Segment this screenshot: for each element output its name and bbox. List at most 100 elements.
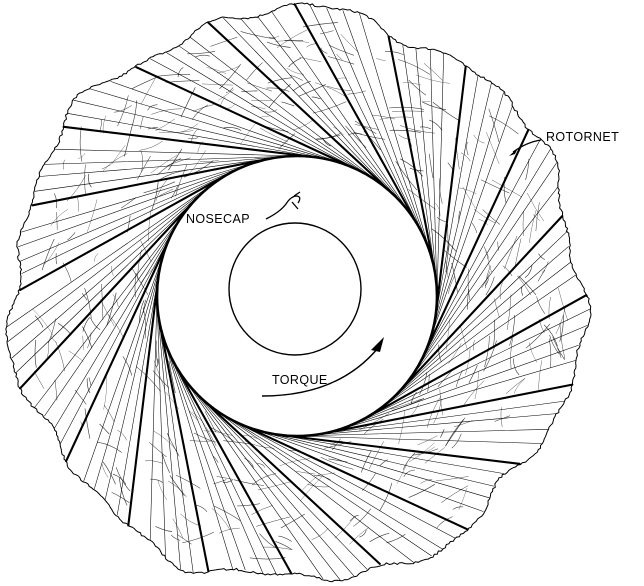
mesh-strand [341, 34, 359, 52]
mesh-strand [95, 253, 99, 261]
mesh-strand [213, 456, 218, 462]
nosecap-label: NOSECAP [186, 212, 250, 226]
mesh-strand [89, 377, 91, 385]
mesh-strand [429, 154, 433, 178]
mesh-strand [278, 536, 291, 541]
mesh-strand [506, 378, 525, 394]
mesh-strand [207, 67, 227, 73]
mesh-strand [536, 202, 540, 231]
mesh-strand [154, 431, 177, 451]
mesh-strand [440, 429, 444, 437]
mesh-strand [241, 91, 257, 92]
mesh-strand [433, 102, 461, 121]
mesh-strand [500, 282, 502, 299]
mesh-strand [114, 105, 132, 112]
mesh-strand [100, 119, 101, 130]
mesh-strand [370, 533, 390, 542]
mesh-strand [155, 119, 175, 131]
mesh-strand [526, 159, 529, 180]
mesh-strand [141, 151, 142, 172]
mesh-strand [539, 254, 545, 260]
mesh-strand [200, 160, 219, 161]
mesh-strand [152, 181, 158, 210]
vane-fan-line [273, 434, 504, 474]
mesh-strand [138, 250, 142, 280]
vane-fan-line [265, 432, 494, 486]
mesh-strand [149, 210, 151, 242]
mesh-strand [436, 476, 469, 481]
mesh-strand [463, 187, 476, 208]
vane-line [136, 67, 356, 169]
mesh-strand [308, 484, 329, 487]
mesh-strand [141, 78, 155, 104]
vane-fan-line [431, 92, 503, 336]
vane-line [66, 237, 170, 461]
mesh-strand [140, 117, 143, 129]
vane-line [424, 130, 528, 355]
mesh-strand [56, 253, 57, 264]
mesh-strand [519, 276, 536, 295]
mesh-strand [250, 557, 286, 559]
mesh-strand [376, 58, 385, 60]
mesh-strand [353, 509, 370, 527]
mesh-strand [197, 505, 207, 512]
mesh-strand [151, 155, 177, 173]
mesh-strand [445, 250, 467, 267]
mesh-strand [68, 232, 76, 240]
mesh-strand [145, 461, 163, 464]
mesh-strand [33, 309, 54, 336]
mesh-strand [521, 286, 522, 296]
mesh-strand [97, 442, 122, 452]
mesh-strand [158, 480, 167, 500]
mesh-strand [538, 360, 542, 390]
mesh-strand [102, 165, 111, 169]
mesh-strand [202, 84, 233, 85]
mesh-strand [63, 160, 65, 170]
mesh-strand [507, 295, 511, 331]
mesh-strand [121, 198, 136, 209]
mesh-strand [296, 471, 315, 474]
mesh-strand [422, 101, 431, 102]
mesh-strand [189, 410, 199, 421]
mesh-strand [333, 127, 343, 135]
mesh-strand [112, 145, 126, 164]
mesh-strand [226, 88, 233, 93]
mesh-strand [299, 84, 326, 96]
mesh-strand [90, 318, 100, 330]
mesh-strand [168, 149, 182, 170]
mesh-strand [380, 117, 412, 119]
vane-fan-line [90, 89, 337, 162]
mesh-strand [77, 196, 79, 212]
mesh-strand [421, 479, 433, 484]
vane-fan-line [250, 428, 483, 512]
mesh-strand [424, 63, 443, 80]
mesh-strand [320, 31, 334, 34]
mesh-strand [459, 488, 467, 509]
vane-fan-line [224, 415, 442, 549]
mesh-strand [156, 341, 158, 364]
mesh-strand [88, 174, 91, 187]
mesh-strand [307, 44, 317, 48]
vane-fan-line [293, 436, 542, 444]
mesh-strand [475, 372, 479, 399]
mesh-strand [513, 359, 519, 376]
mesh-strand [218, 90, 234, 101]
mesh-strand [55, 380, 57, 401]
mesh-strand [151, 479, 163, 482]
mesh-strand [389, 107, 424, 109]
mesh-strand [155, 526, 172, 531]
mesh-strand [409, 80, 426, 95]
mesh-strand [124, 127, 132, 156]
mesh-strand [467, 142, 469, 155]
mesh-strand [244, 458, 253, 467]
mesh-strand [190, 440, 211, 441]
vane-fan-line [55, 224, 177, 428]
mesh-strand [461, 153, 470, 161]
mesh-strand [163, 455, 170, 473]
mesh-strand [361, 451, 371, 473]
mesh-strand [380, 483, 392, 511]
mesh-strand [42, 239, 54, 270]
mesh-strand [441, 486, 468, 503]
mesh-strand [34, 371, 44, 389]
